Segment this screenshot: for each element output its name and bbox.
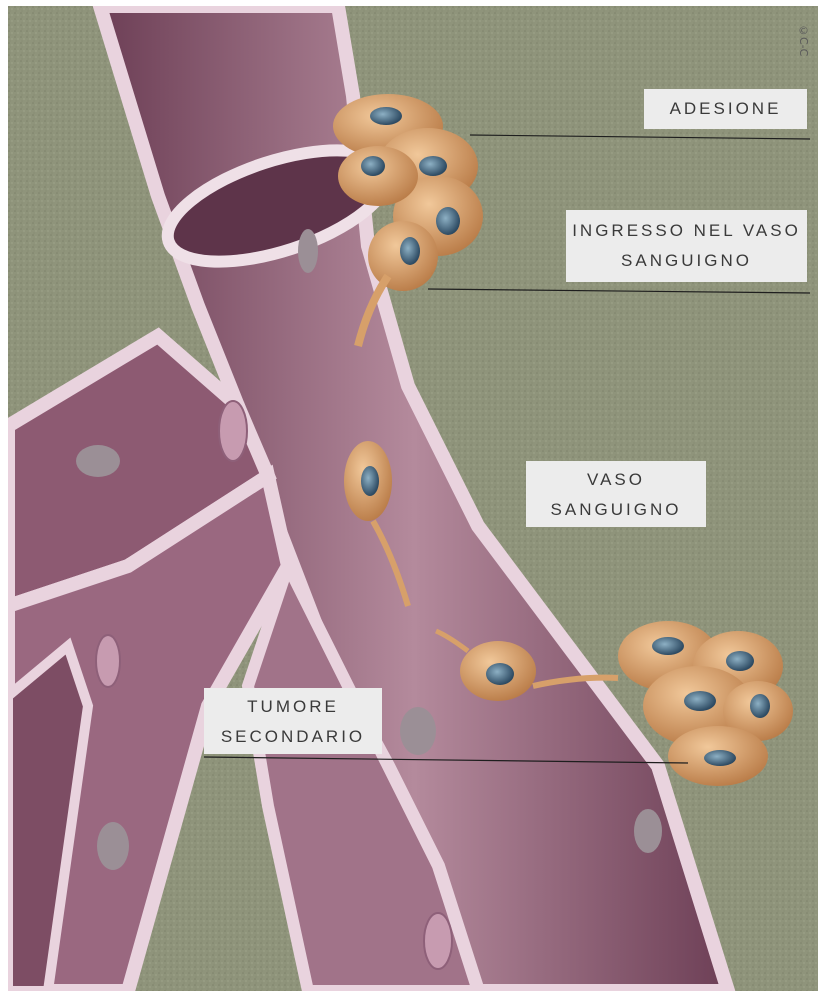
copyright-mark: ©C-C — [794, 24, 810, 94]
blood-cell — [634, 809, 662, 853]
secondary-tumor-label: TUMORE SECONDARIO — [204, 688, 382, 754]
secondary-tumor-label-line-1: TUMORE — [204, 692, 382, 722]
secondary-tumor-label-line-2: SECONDARIO — [204, 722, 382, 752]
blood-cell — [97, 822, 129, 870]
adhesion-label: ADESIONE — [644, 89, 807, 129]
blood-cell — [219, 401, 247, 461]
entry-label-line-2: SANGUIGNO — [566, 246, 807, 276]
entry-label: INGRESSO NEL VASO SANGUIGNO — [566, 210, 807, 282]
entry-label-line-1: INGRESSO NEL VASO — [566, 216, 807, 246]
blood-cell — [400, 707, 436, 755]
vessel-label: VASO SANGUIGNO — [526, 461, 706, 527]
blood-cell — [96, 635, 120, 687]
vessel-label-line-2: SANGUIGNO — [526, 495, 706, 525]
adhesion-label-line-1: ADESIONE — [644, 94, 807, 124]
blood-cell — [298, 229, 318, 273]
vessel-label-line-1: VASO — [526, 465, 706, 495]
blood-cell — [424, 913, 452, 969]
blood-cell — [76, 445, 120, 477]
